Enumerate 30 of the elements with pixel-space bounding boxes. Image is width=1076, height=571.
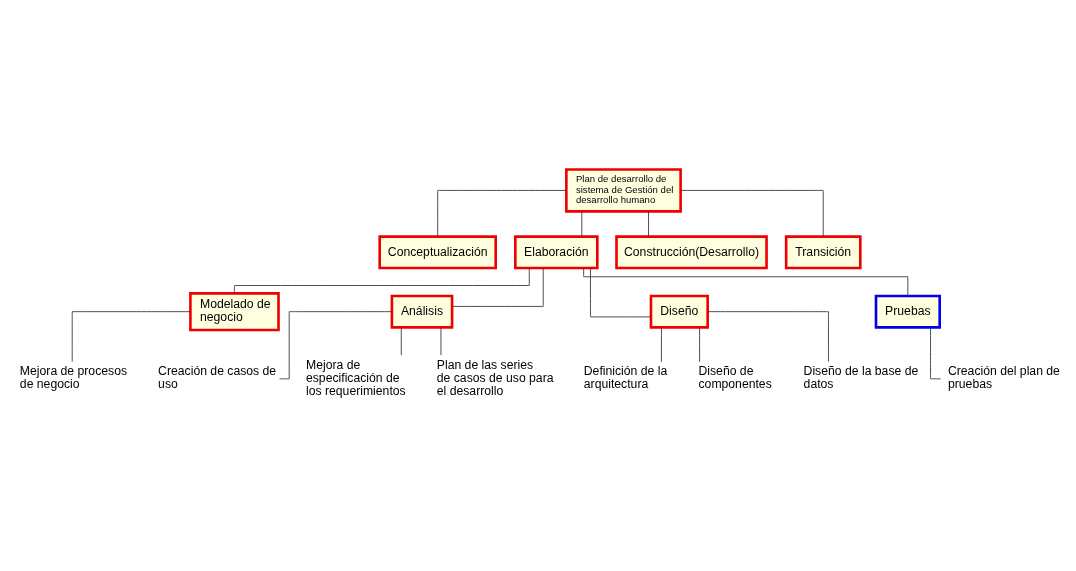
node-text: Definición de la arquitectura xyxy=(583,364,668,392)
connector xyxy=(680,190,824,237)
node-text: Creación del plan de pruebas xyxy=(947,364,1060,392)
connector xyxy=(234,267,530,294)
node-text: Creación de casos de uso xyxy=(158,364,277,392)
connector xyxy=(581,210,583,237)
node-box: Plan de desarrollo de sistema de Gestión del desarrollo humano xyxy=(565,168,682,213)
connector xyxy=(699,327,701,363)
node-text: Mejora de especificación de los requerimientos xyxy=(305,357,406,398)
node-box: Elaboración xyxy=(514,235,599,270)
connector xyxy=(71,311,191,362)
node-box: Análisis xyxy=(390,294,454,329)
node-box: Conceptualización xyxy=(378,235,497,270)
node-text: Plan de las series de casos de uso para el desarrollo xyxy=(436,357,554,398)
connector xyxy=(648,210,649,237)
node-box: Diseño xyxy=(649,294,709,329)
connector xyxy=(661,327,662,363)
connector xyxy=(583,267,909,297)
node-box: Pruebas xyxy=(874,294,941,329)
node-text: Mejora de procesos de negocio xyxy=(19,364,128,392)
connector xyxy=(437,190,567,237)
node-box: Construcción(Desarrollo) xyxy=(615,235,768,270)
node-box: Modelado de negocio xyxy=(189,292,280,332)
connector xyxy=(400,327,402,356)
node-text: Diseño de la base de datos xyxy=(803,364,919,392)
connector xyxy=(707,311,829,362)
node-text: Diseño de componentes xyxy=(698,364,772,392)
connector xyxy=(451,267,544,307)
node-box: Transición xyxy=(784,235,862,270)
connector xyxy=(590,267,652,318)
